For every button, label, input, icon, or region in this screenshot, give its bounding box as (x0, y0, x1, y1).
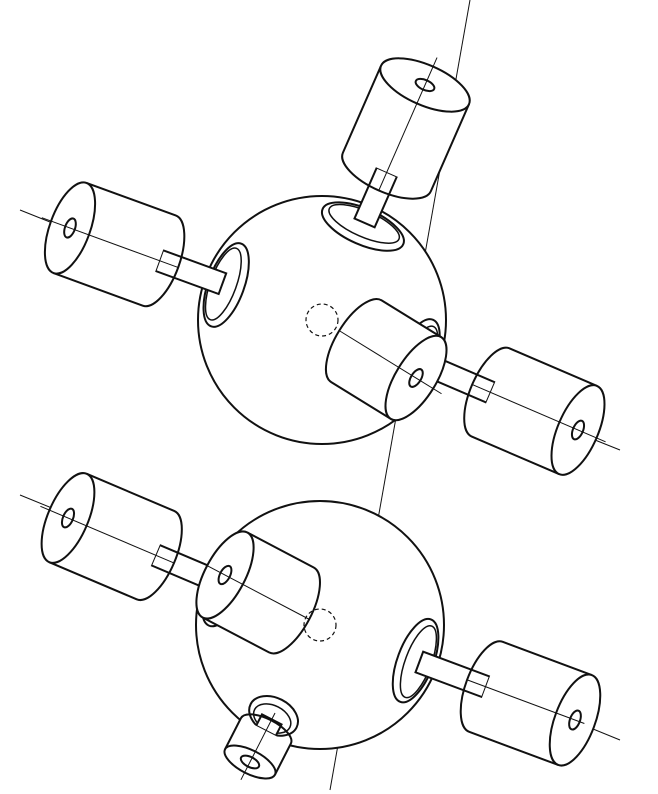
cylinder-axis (240, 712, 276, 781)
cylinder (40, 472, 229, 601)
cylinder-outline (341, 65, 470, 200)
cylinder-axis (198, 560, 310, 620)
cylinder-outline (202, 531, 321, 655)
cylinder-axis (40, 505, 175, 564)
cylinder (223, 712, 293, 781)
sphere-center-mark (303, 608, 337, 642)
cylinders (40, 57, 606, 781)
cylinder (41, 181, 228, 308)
cylinder-outline (463, 346, 598, 476)
cylinder (195, 530, 321, 655)
cylinder-outline (48, 472, 183, 601)
cylinder-axis (467, 679, 585, 724)
cylinder (324, 298, 448, 422)
cylinder-axis (339, 330, 442, 395)
cylinder-outline (459, 640, 593, 766)
cylinder-axis (41, 217, 179, 268)
cylinder (414, 640, 602, 767)
cylinder-axis (472, 384, 606, 443)
cylinder (341, 57, 471, 229)
sphere-center-mark (305, 303, 339, 337)
cylinder-outline (53, 181, 186, 308)
cylinder-axis (378, 57, 438, 191)
cylinder-outline (324, 298, 442, 420)
spheres (195, 195, 447, 750)
